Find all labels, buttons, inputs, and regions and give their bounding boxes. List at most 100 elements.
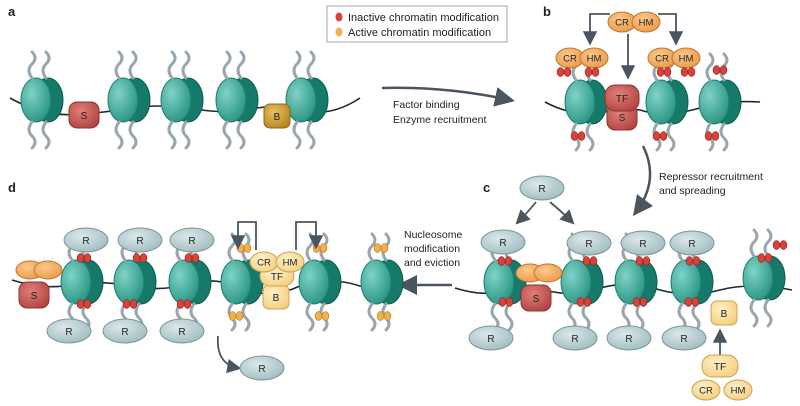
silencer-label: S bbox=[81, 111, 88, 122]
nucleosome-front bbox=[113, 259, 145, 305]
nucleosome bbox=[564, 79, 608, 125]
inactive-mark bbox=[129, 299, 138, 309]
histone-tail bbox=[227, 232, 237, 262]
inactive-mark bbox=[139, 253, 148, 263]
nucleosome bbox=[742, 255, 786, 301]
histone-tail bbox=[635, 302, 645, 332]
histone-tail bbox=[763, 298, 773, 328]
nucleosome-front bbox=[698, 79, 730, 125]
repressor-label: R bbox=[688, 239, 695, 250]
repressor-label: R bbox=[136, 236, 143, 247]
silencer-label: S bbox=[619, 113, 626, 124]
histone-modifier-label: HM bbox=[639, 18, 654, 29]
inactive-mark bbox=[659, 131, 668, 141]
histone-modifier-label: HM bbox=[587, 54, 602, 65]
active-mark bbox=[376, 311, 385, 321]
nucleosome bbox=[670, 259, 714, 305]
histone-tail bbox=[292, 50, 302, 80]
chromatin-remodeler bbox=[691, 379, 721, 401]
repressor bbox=[117, 227, 163, 253]
nucleosome bbox=[645, 79, 689, 125]
active-mark bbox=[383, 311, 392, 321]
boundary-label: B bbox=[274, 112, 281, 123]
histone-tail bbox=[236, 50, 246, 80]
histone-tail bbox=[306, 50, 316, 80]
repressor bbox=[620, 230, 666, 256]
active-mark bbox=[314, 311, 323, 321]
enzyme-complex bbox=[33, 260, 63, 280]
arrow-a-b-line2: Enzyme recruitment bbox=[393, 114, 486, 126]
histone-tail bbox=[705, 52, 715, 82]
nucleosome bbox=[220, 259, 264, 305]
nucleosome-front bbox=[215, 77, 247, 123]
legend-inactive-label: Inactive chromatin modification bbox=[348, 12, 499, 24]
histone-tail bbox=[41, 50, 51, 80]
inactive-mark bbox=[583, 297, 592, 307]
nucleosome bbox=[160, 77, 204, 123]
inactive-mark bbox=[591, 67, 600, 77]
chromatin-remodeler-label: CR bbox=[257, 258, 271, 269]
repressor bbox=[169, 227, 215, 253]
repressor-label: R bbox=[625, 334, 632, 345]
active-mark bbox=[321, 311, 330, 321]
recruitment-arrow-d-right bbox=[295, 221, 324, 250]
nucleosome-front bbox=[220, 259, 252, 305]
nucleosome-front bbox=[20, 77, 52, 123]
nucleosome bbox=[113, 259, 157, 305]
transcription-factor-label: TF bbox=[271, 272, 283, 283]
histone-tail bbox=[222, 120, 232, 150]
histone-tail bbox=[167, 120, 177, 150]
repressor bbox=[159, 318, 205, 344]
histone-modifier bbox=[631, 11, 661, 33]
boundary-label: B bbox=[721, 309, 728, 320]
repressor-label: R bbox=[82, 236, 89, 247]
histone-tail bbox=[691, 302, 701, 332]
repressor bbox=[102, 318, 148, 344]
inactive-mark bbox=[685, 256, 694, 266]
panel-b-letter: b bbox=[543, 4, 551, 19]
transcription-factor-label: TF bbox=[714, 362, 726, 373]
nucleosome bbox=[360, 259, 404, 305]
chromatin-remodeler-label: CR bbox=[615, 18, 629, 29]
repressor-label: R bbox=[188, 236, 195, 247]
inactive-mark bbox=[642, 256, 651, 266]
inactive-mark bbox=[83, 299, 92, 309]
inactive-mark bbox=[183, 299, 192, 309]
inactive-mark bbox=[692, 256, 701, 266]
inactive-mark bbox=[635, 256, 644, 266]
nucleosome-front bbox=[670, 259, 702, 305]
repressor-eviction-arrow bbox=[216, 335, 242, 374]
inactive-mark bbox=[191, 253, 200, 263]
nucleosome-front bbox=[285, 77, 317, 123]
inactive-mark bbox=[497, 256, 506, 266]
inactive-mark bbox=[498, 297, 507, 307]
arrow-b-to-c: Repressor recruitment and spreading bbox=[633, 145, 763, 217]
histone-tail bbox=[585, 122, 595, 152]
repressor-label: R bbox=[121, 327, 128, 338]
histone-modifier-label: HM bbox=[283, 258, 298, 269]
arrow-b-c-line2: and spreading bbox=[659, 185, 726, 197]
nucleosome-front bbox=[564, 79, 596, 125]
nucleosome bbox=[168, 259, 212, 305]
inactive-mark bbox=[176, 299, 185, 309]
inactive-mark bbox=[779, 240, 788, 250]
repressor bbox=[566, 230, 612, 256]
repressor bbox=[519, 175, 565, 201]
inactive-mark bbox=[687, 67, 696, 77]
legend-active-label: Active chromatin modification bbox=[348, 27, 491, 39]
inactive-mark bbox=[76, 253, 85, 263]
inactive-mark bbox=[122, 299, 131, 309]
silencer-element bbox=[68, 101, 100, 129]
repressor-label: R bbox=[258, 364, 265, 375]
histone-tail bbox=[719, 122, 729, 152]
inactive-mark bbox=[563, 67, 572, 77]
chromatin-remodeler-label: CR bbox=[563, 54, 577, 65]
repressor-label: R bbox=[538, 184, 545, 195]
inactive-mark bbox=[632, 297, 641, 307]
inactive-mark bbox=[652, 131, 661, 141]
silencer-label: S bbox=[533, 294, 540, 305]
repressor bbox=[480, 229, 526, 255]
repressor bbox=[552, 325, 598, 351]
